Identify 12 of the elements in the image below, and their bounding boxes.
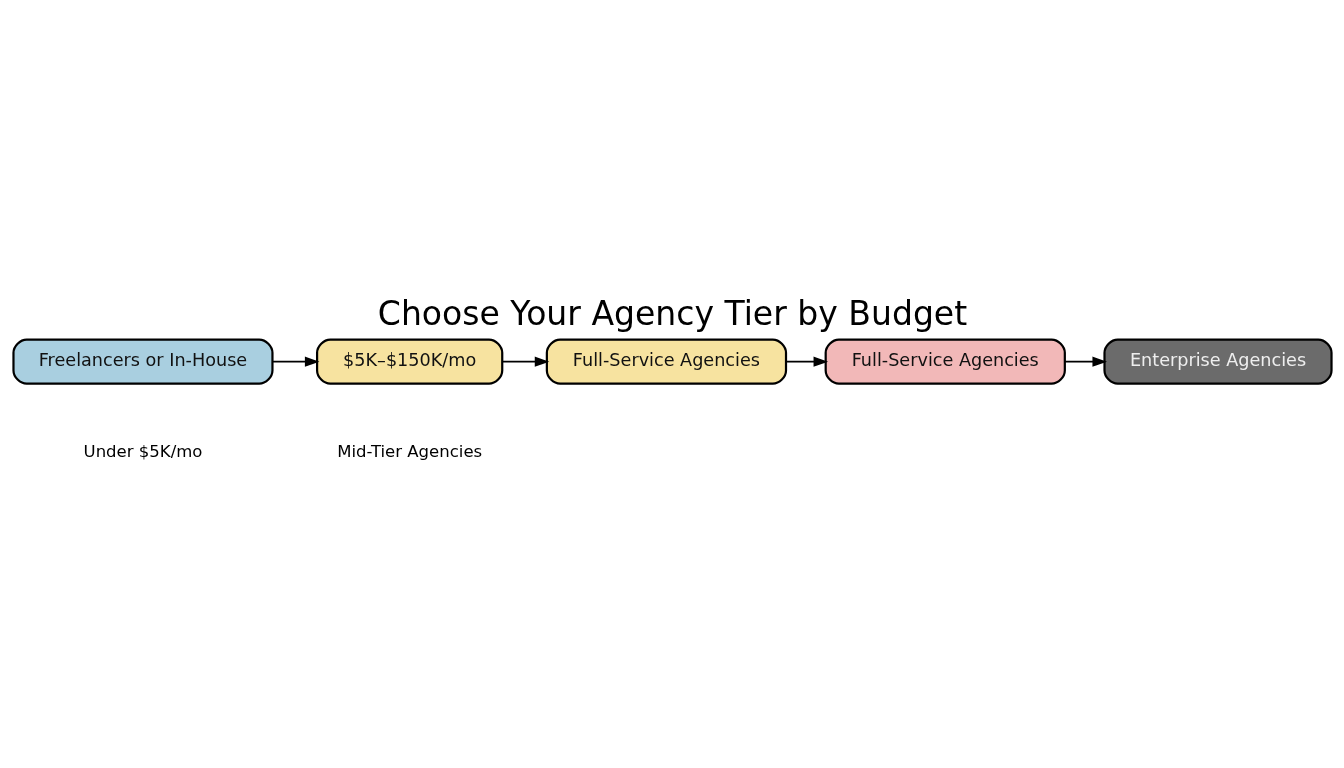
node-box: $5K–$150K/mo — [315, 338, 503, 385]
node-box: Full-Service Agencies — [545, 338, 787, 385]
node-label: Mid-Tier Agencies — [336, 441, 482, 461]
arrow — [1063, 356, 1107, 367]
node-label: Under $5K/mo — [83, 441, 202, 461]
arrow — [784, 356, 828, 367]
arrow — [500, 356, 549, 367]
node-box: Enterprise Agencies — [1102, 338, 1333, 385]
diagram-title: Choose Your Agency Tier by Budget — [377, 293, 967, 333]
node-box: Full-Service Agencies — [824, 338, 1066, 385]
arrow — [271, 356, 319, 367]
node-box: Freelancers or In-House — [11, 338, 274, 385]
